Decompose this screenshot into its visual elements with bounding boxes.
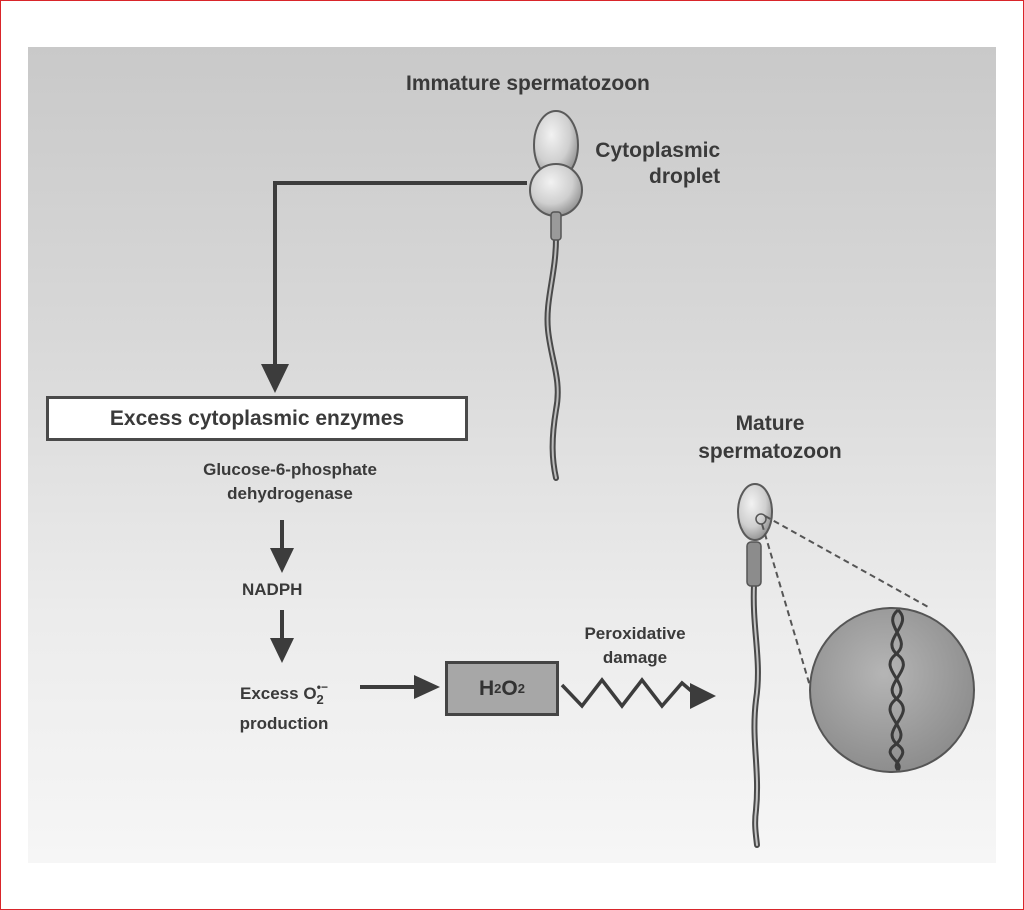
nucleus-spot	[755, 513, 767, 525]
dna-strand-b	[890, 608, 905, 772]
g6pd-line1: Glucose-6-phosphate	[203, 460, 377, 479]
mature-midpiece	[746, 541, 762, 587]
mature-spermatozoon	[737, 483, 773, 848]
g6pd-to-nadph-arrow	[270, 520, 294, 573]
perox-line1: Peroxidative	[584, 624, 686, 643]
o2-superscript: •−	[316, 680, 328, 694]
perox-line2: damage	[602, 648, 668, 667]
dna-strand-a	[888, 608, 903, 771]
cytoplasmic-droplet-shape	[529, 163, 583, 217]
immature-spermatozoon	[529, 110, 583, 481]
excess-enzymes-label: Excess cytoplasmic enzymes	[109, 406, 405, 430]
dna-zoom-circle	[809, 607, 975, 773]
mature-head	[737, 483, 773, 541]
peroxidative-damage-label: Peroxidative damage	[560, 622, 710, 670]
h2o2-o: O	[501, 676, 518, 700]
mature-line2: spermatozoon	[698, 440, 842, 463]
h2o2-sub1: 2	[494, 681, 502, 696]
cytoplasmic-droplet-label: Cytoplasmic droplet	[587, 138, 720, 190]
excess-o2-label: Excess O2•− production	[214, 675, 354, 736]
nadph-label: NADPH	[242, 580, 303, 599]
droplet-label-line1: Cytoplasmic	[595, 139, 721, 162]
mature-line1: Mature	[735, 412, 805, 435]
nadph-to-o2-arrow	[270, 610, 294, 663]
peroxidative-damage-arrow	[560, 677, 716, 709]
excess-o2-line: Excess O2•−	[214, 675, 354, 712]
excess-enzymes-box: Excess cytoplasmic enzymes	[46, 396, 468, 441]
h2o2-h: H	[479, 676, 495, 700]
g6pd-line2: dehydrogenase	[227, 484, 353, 503]
mature-spermatozoon-label: Mature spermatozoon	[680, 410, 860, 466]
h2o2-sub2: 2	[517, 681, 525, 696]
production-label: production	[239, 714, 329, 733]
droplet-to-enzymes-arrow	[261, 181, 527, 393]
o2-subscript: 2	[316, 692, 324, 707]
o2-to-h2o2-arrow	[360, 675, 440, 699]
g6pd-label: Glucose-6-phosphate dehydrogenase	[180, 458, 400, 506]
droplet-label-line2: droplet	[649, 165, 721, 188]
excess-o2-prefix: Excess O	[239, 684, 317, 703]
immature-spermatozoon-label: Immature spermatozoon	[406, 72, 650, 95]
